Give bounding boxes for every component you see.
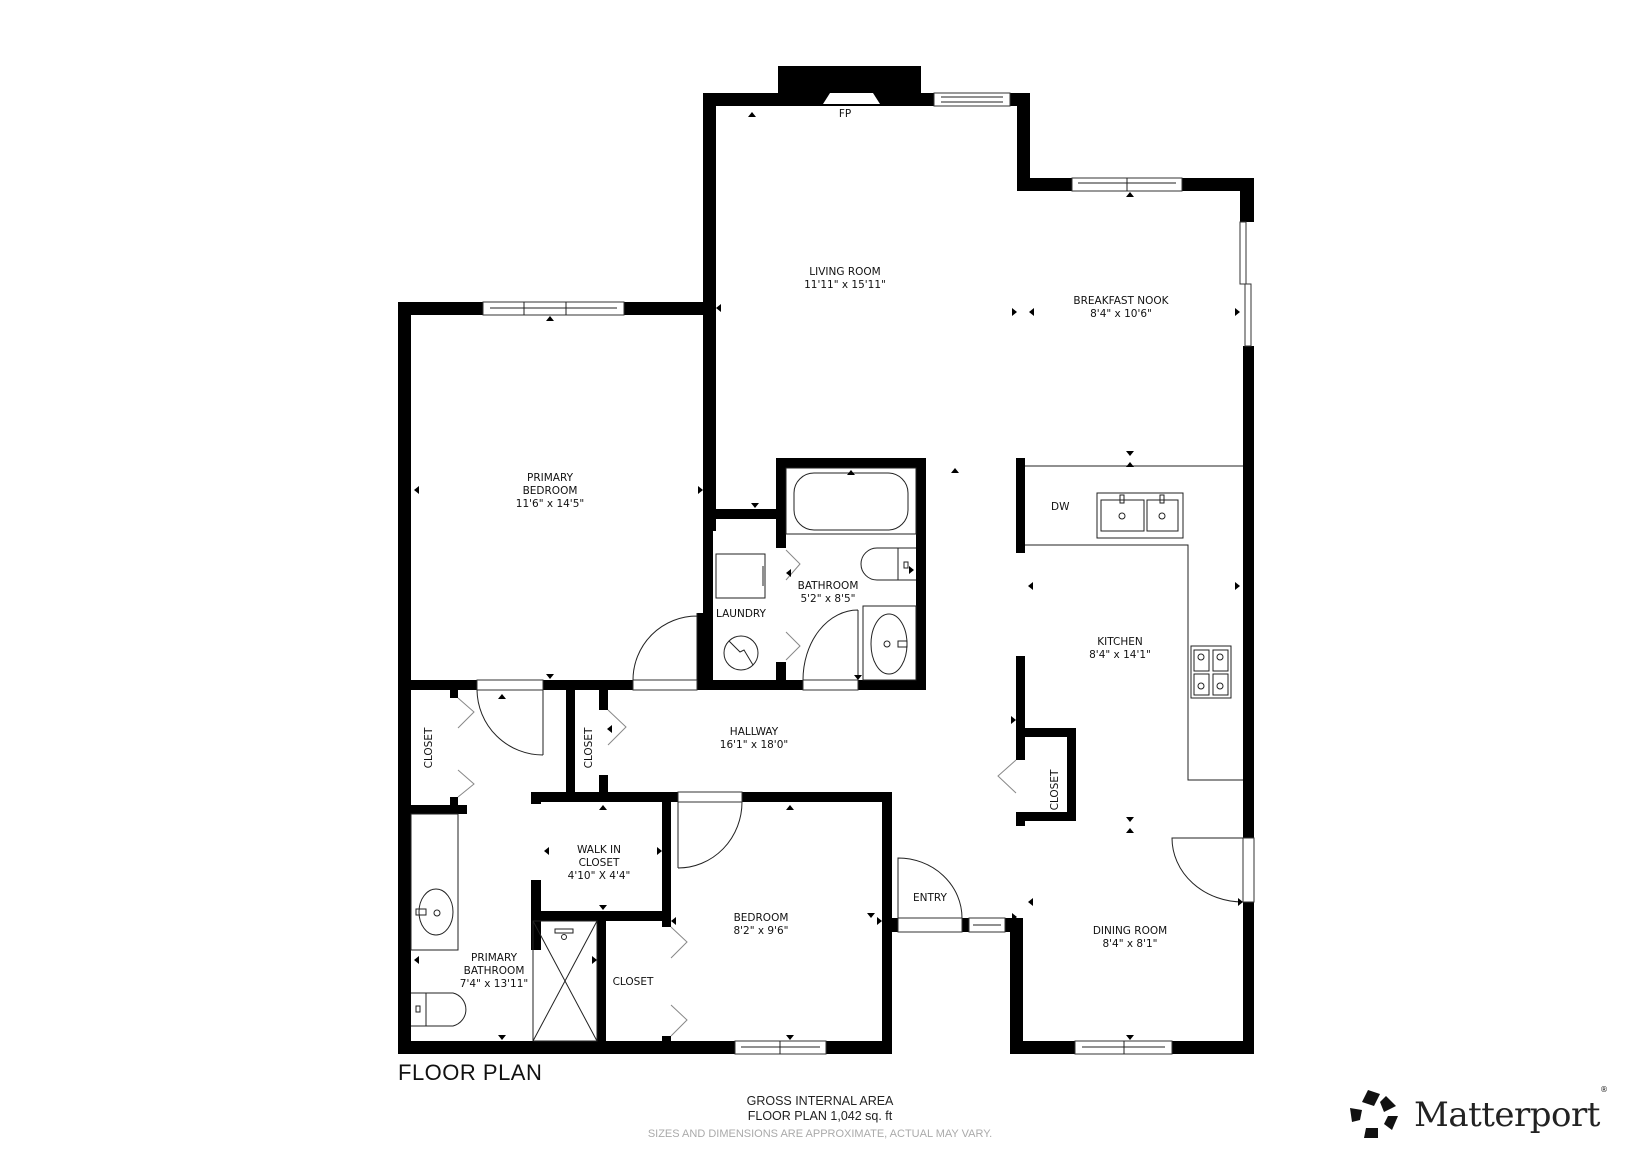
brand-name: Matterport® xyxy=(1414,1085,1608,1135)
window-nook-right xyxy=(1239,221,1247,285)
gross-area-value: FLOOR PLAN 1,042 sq. ft xyxy=(747,1109,893,1123)
primary-bedroom-name-1: PRIMARY xyxy=(527,472,574,484)
closet-bedroom-label: CLOSET xyxy=(613,976,654,988)
closet-hall-label: CLOSET xyxy=(583,727,595,768)
hallway-dims: 16'1" x 18'0" xyxy=(720,739,788,751)
walk-in-closet-name-1: WALK IN xyxy=(577,844,621,856)
living-room-name: LIVING ROOM xyxy=(809,266,880,278)
laundry-name: LAUNDRY xyxy=(716,608,767,620)
walk-in-closet-name-2: CLOSET xyxy=(579,857,620,869)
registered-mark: ® xyxy=(1599,1085,1608,1094)
gross-area-block: GROSS INTERNAL AREA FLOOR PLAN 1,042 sq.… xyxy=(600,1094,1040,1142)
breakfast-nook-name: BREAKFAST NOOK xyxy=(1073,295,1169,307)
walk-in-closet-dims: 4'10" X 4'4" xyxy=(568,870,631,882)
stove-icon xyxy=(1190,645,1232,699)
doors xyxy=(457,549,1244,1037)
primary-bathroom-dims: 7'4" x 13'11" xyxy=(460,978,528,990)
primary-bedroom-name-2: BEDROOM xyxy=(523,485,578,497)
matterport-mark-icon xyxy=(1350,1090,1398,1138)
washer-icon xyxy=(715,553,766,599)
fireplace-label: FP xyxy=(839,108,851,120)
window-living-top xyxy=(933,92,1011,107)
door-dining-side xyxy=(1242,837,1255,903)
living-room-dims: 11'11" x 15'11" xyxy=(804,279,886,291)
dining-room-dims: 8'4" x 8'1" xyxy=(1102,938,1157,950)
sink-icon-primary xyxy=(418,888,454,936)
dishwasher-label: DW xyxy=(1051,501,1070,513)
entry-label: ENTRY xyxy=(913,892,948,904)
closet-primary-label: CLOSET xyxy=(423,727,435,768)
toilet-icon-primary xyxy=(411,992,467,1027)
bedroom-name: BEDROOM xyxy=(734,912,789,924)
fireplace-hearth xyxy=(823,93,880,104)
windows xyxy=(482,92,1255,1055)
gross-area-title: GROSS INTERNAL AREA xyxy=(746,1094,894,1108)
kitchen-name: KITCHEN xyxy=(1097,636,1143,648)
fixtures xyxy=(410,465,1243,1042)
breakfast-nook-dims: 8'4" x 10'6" xyxy=(1090,308,1152,320)
dining-room-name: DINING ROOM xyxy=(1093,925,1167,937)
sink-icon xyxy=(870,613,908,675)
kitchen-dims: 8'4" x 14'1" xyxy=(1089,649,1151,661)
double-sink-icon xyxy=(1096,492,1184,539)
bathtub-icon xyxy=(793,472,909,531)
shower-icon xyxy=(532,920,598,1042)
matterport-logo: Matterport® xyxy=(1348,1085,1608,1142)
closet-kitchen-label: CLOSET xyxy=(1049,769,1061,810)
bathroom-dims: 5'2" x 8'5" xyxy=(800,593,855,605)
floor-plan-title: FLOOR PLAN xyxy=(398,1060,543,1085)
primary-bathroom-name-1: PRIMARY xyxy=(471,952,518,964)
primary-bathroom-name-2: BATHROOM xyxy=(464,965,525,977)
hallway-name: HALLWAY xyxy=(730,726,779,738)
primary-bedroom-dims: 11'6" x 14'5" xyxy=(516,498,584,510)
bedroom-dims: 8'2" x 9'6" xyxy=(733,925,788,937)
dimension-markers xyxy=(414,112,1243,1040)
disclaimer-text: SIZES AND DIMENSIONS ARE APPROXIMATE, AC… xyxy=(647,1128,993,1140)
brand-name-text: Matterport xyxy=(1414,1095,1600,1135)
walls xyxy=(398,66,1254,1054)
toilet-icon xyxy=(860,547,916,581)
window-nook-right-2 xyxy=(1244,283,1252,347)
dryer-icon xyxy=(723,635,759,671)
bathroom-name: BATHROOM xyxy=(798,580,859,592)
room-labels: FP LIVING ROOM 11'11" x 15'11" BREAKFAST… xyxy=(423,108,1170,990)
